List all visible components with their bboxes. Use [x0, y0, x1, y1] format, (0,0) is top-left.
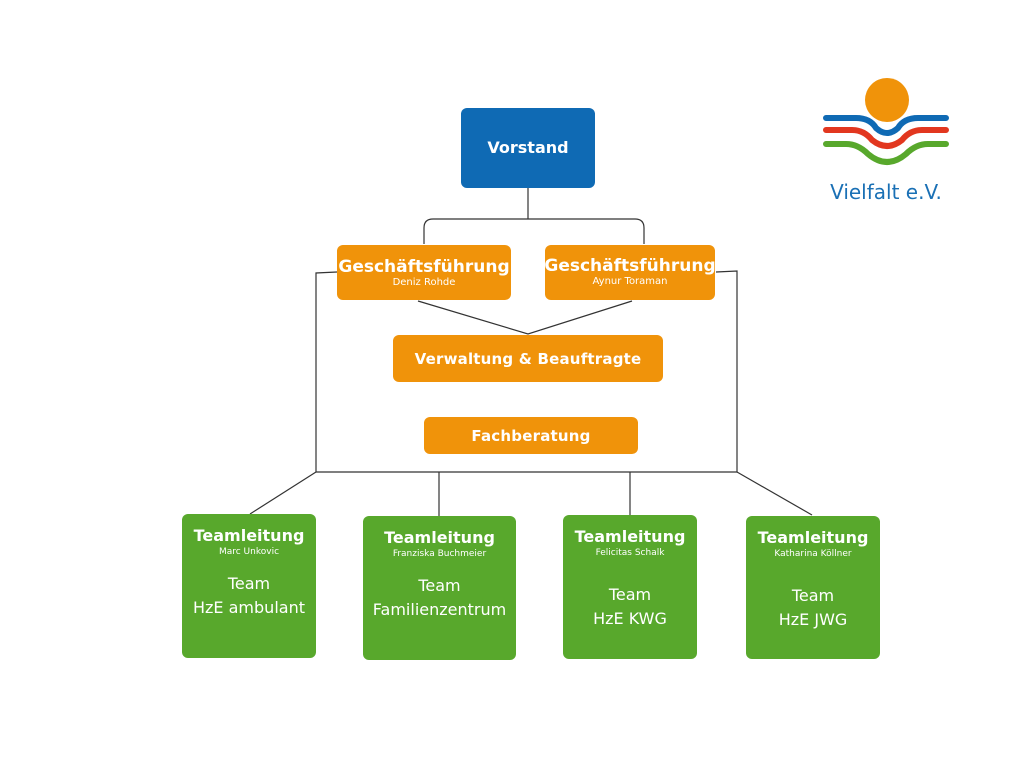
- consulting-box[interactable]: Fachberatung: [424, 417, 638, 454]
- team-lead-title: Teamleitung: [574, 527, 686, 546]
- team-label: Team: [791, 586, 835, 605]
- team-box-3[interactable]: Teamleitung Felicitas Schalk Team HzE KW…: [563, 515, 697, 659]
- board-box[interactable]: Vorstand: [461, 108, 595, 188]
- admin-title: Verwaltung & Beauftragte: [414, 349, 642, 368]
- sun-icon: [865, 78, 909, 122]
- wave-blue: [823, 115, 949, 136]
- connector-board-management: [423, 188, 645, 244]
- team-lead-name: Katharina Köllner: [774, 549, 852, 559]
- team-name: HzE KWG: [593, 609, 667, 628]
- management-box-2[interactable]: Geschäftsführung Aynur Toraman: [544, 245, 716, 300]
- consulting-title: Fachberatung: [471, 426, 591, 445]
- board-title: Vorstand: [487, 138, 569, 157]
- connector-management-teams: [315, 270, 738, 473]
- team-label: Team: [608, 585, 652, 604]
- admin-box[interactable]: Verwaltung & Beauftragte: [393, 335, 663, 382]
- team-box-2[interactable]: Teamleitung Franziska Buchmeier Team Fam…: [363, 516, 516, 660]
- management-name: Deniz Rohde: [392, 276, 456, 288]
- vielfalt-logo: [823, 78, 949, 165]
- team-box-4[interactable]: Teamleitung Katharina Köllner Team HzE J…: [746, 516, 880, 659]
- management-title: Geschäftsführung: [338, 256, 510, 277]
- connector-management-admin: [417, 300, 633, 335]
- team-lead-name: Marc Unkovic: [218, 547, 280, 557]
- team-label: Team: [227, 574, 271, 593]
- wave-red: [823, 127, 949, 149]
- connector-team-1: [249, 471, 317, 515]
- team-lead-name: Felicitas Schalk: [595, 548, 665, 558]
- team-lead-name: Franziska Buchmeier: [392, 549, 487, 559]
- team-name: Familienzentrum: [372, 600, 507, 619]
- management-box-1[interactable]: Geschäftsführung Deniz Rohde: [337, 245, 511, 300]
- team-name: HzE ambulant: [193, 598, 305, 617]
- management-name: Aynur Toraman: [592, 276, 668, 287]
- team-box-1[interactable]: Teamleitung Marc Unkovic Team HzE ambula…: [182, 514, 316, 658]
- connector-team-4: [736, 471, 813, 516]
- team-lead-title: Teamleitung: [757, 528, 869, 547]
- logo-text: Vielfalt e.V.: [830, 180, 942, 204]
- team-lead-title: Teamleitung: [193, 526, 305, 545]
- team-lead-title: Teamleitung: [384, 528, 495, 547]
- team-label: Team: [418, 576, 461, 595]
- team-name: HzE JWG: [778, 610, 848, 629]
- wave-green: [823, 141, 949, 165]
- management-title: Geschäftsführung: [544, 256, 716, 276]
